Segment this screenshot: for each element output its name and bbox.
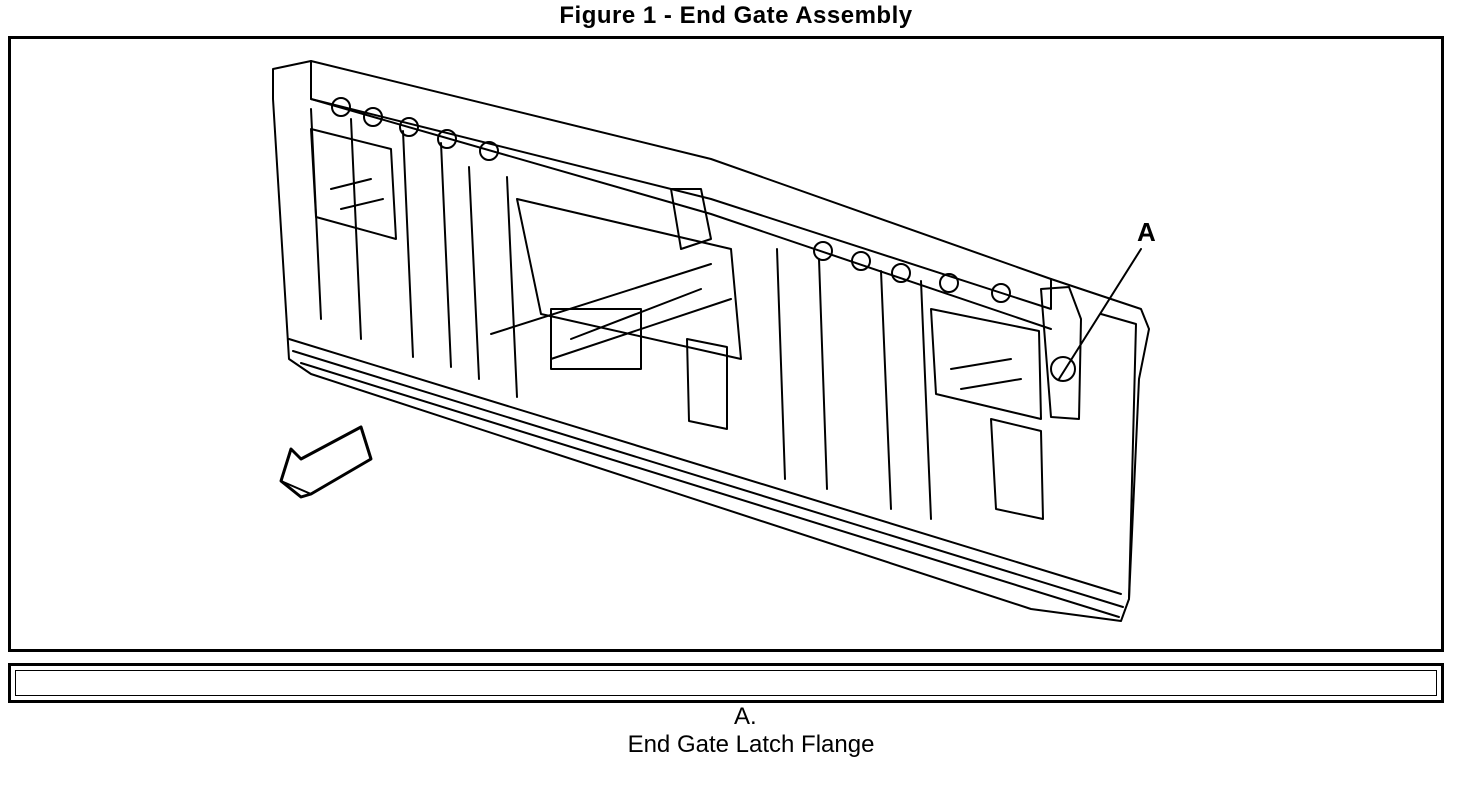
right-window (930, 308, 1042, 420)
left-window (310, 128, 397, 240)
center-box (550, 308, 642, 370)
callout-a-leader (1058, 248, 1142, 380)
figure-frame: A (8, 36, 1444, 652)
end-gate-latch-flange (1040, 286, 1082, 420)
legend-table: A. End Gate Latch Flange (8, 663, 1444, 758)
legend-key: A. (734, 703, 757, 730)
callout-a-label: A (1137, 217, 1156, 247)
legend-text: End Gate Latch Flange (627, 731, 875, 758)
top-rail-holes (331, 97, 1011, 303)
figure-title: Figure 1 - End Gate Assembly (559, 2, 913, 29)
end-gate-drawing (272, 60, 1150, 622)
legend-row-a: A. End Gate Latch Flange (16, 675, 1436, 787)
gate-top-rail (310, 60, 1052, 310)
gate-bottom-rail (288, 338, 1122, 595)
center-panel (516, 198, 742, 360)
gate-outer-outline (272, 60, 1150, 622)
forward-arrow-icon (279, 425, 373, 499)
gate-ribs (310, 108, 932, 520)
